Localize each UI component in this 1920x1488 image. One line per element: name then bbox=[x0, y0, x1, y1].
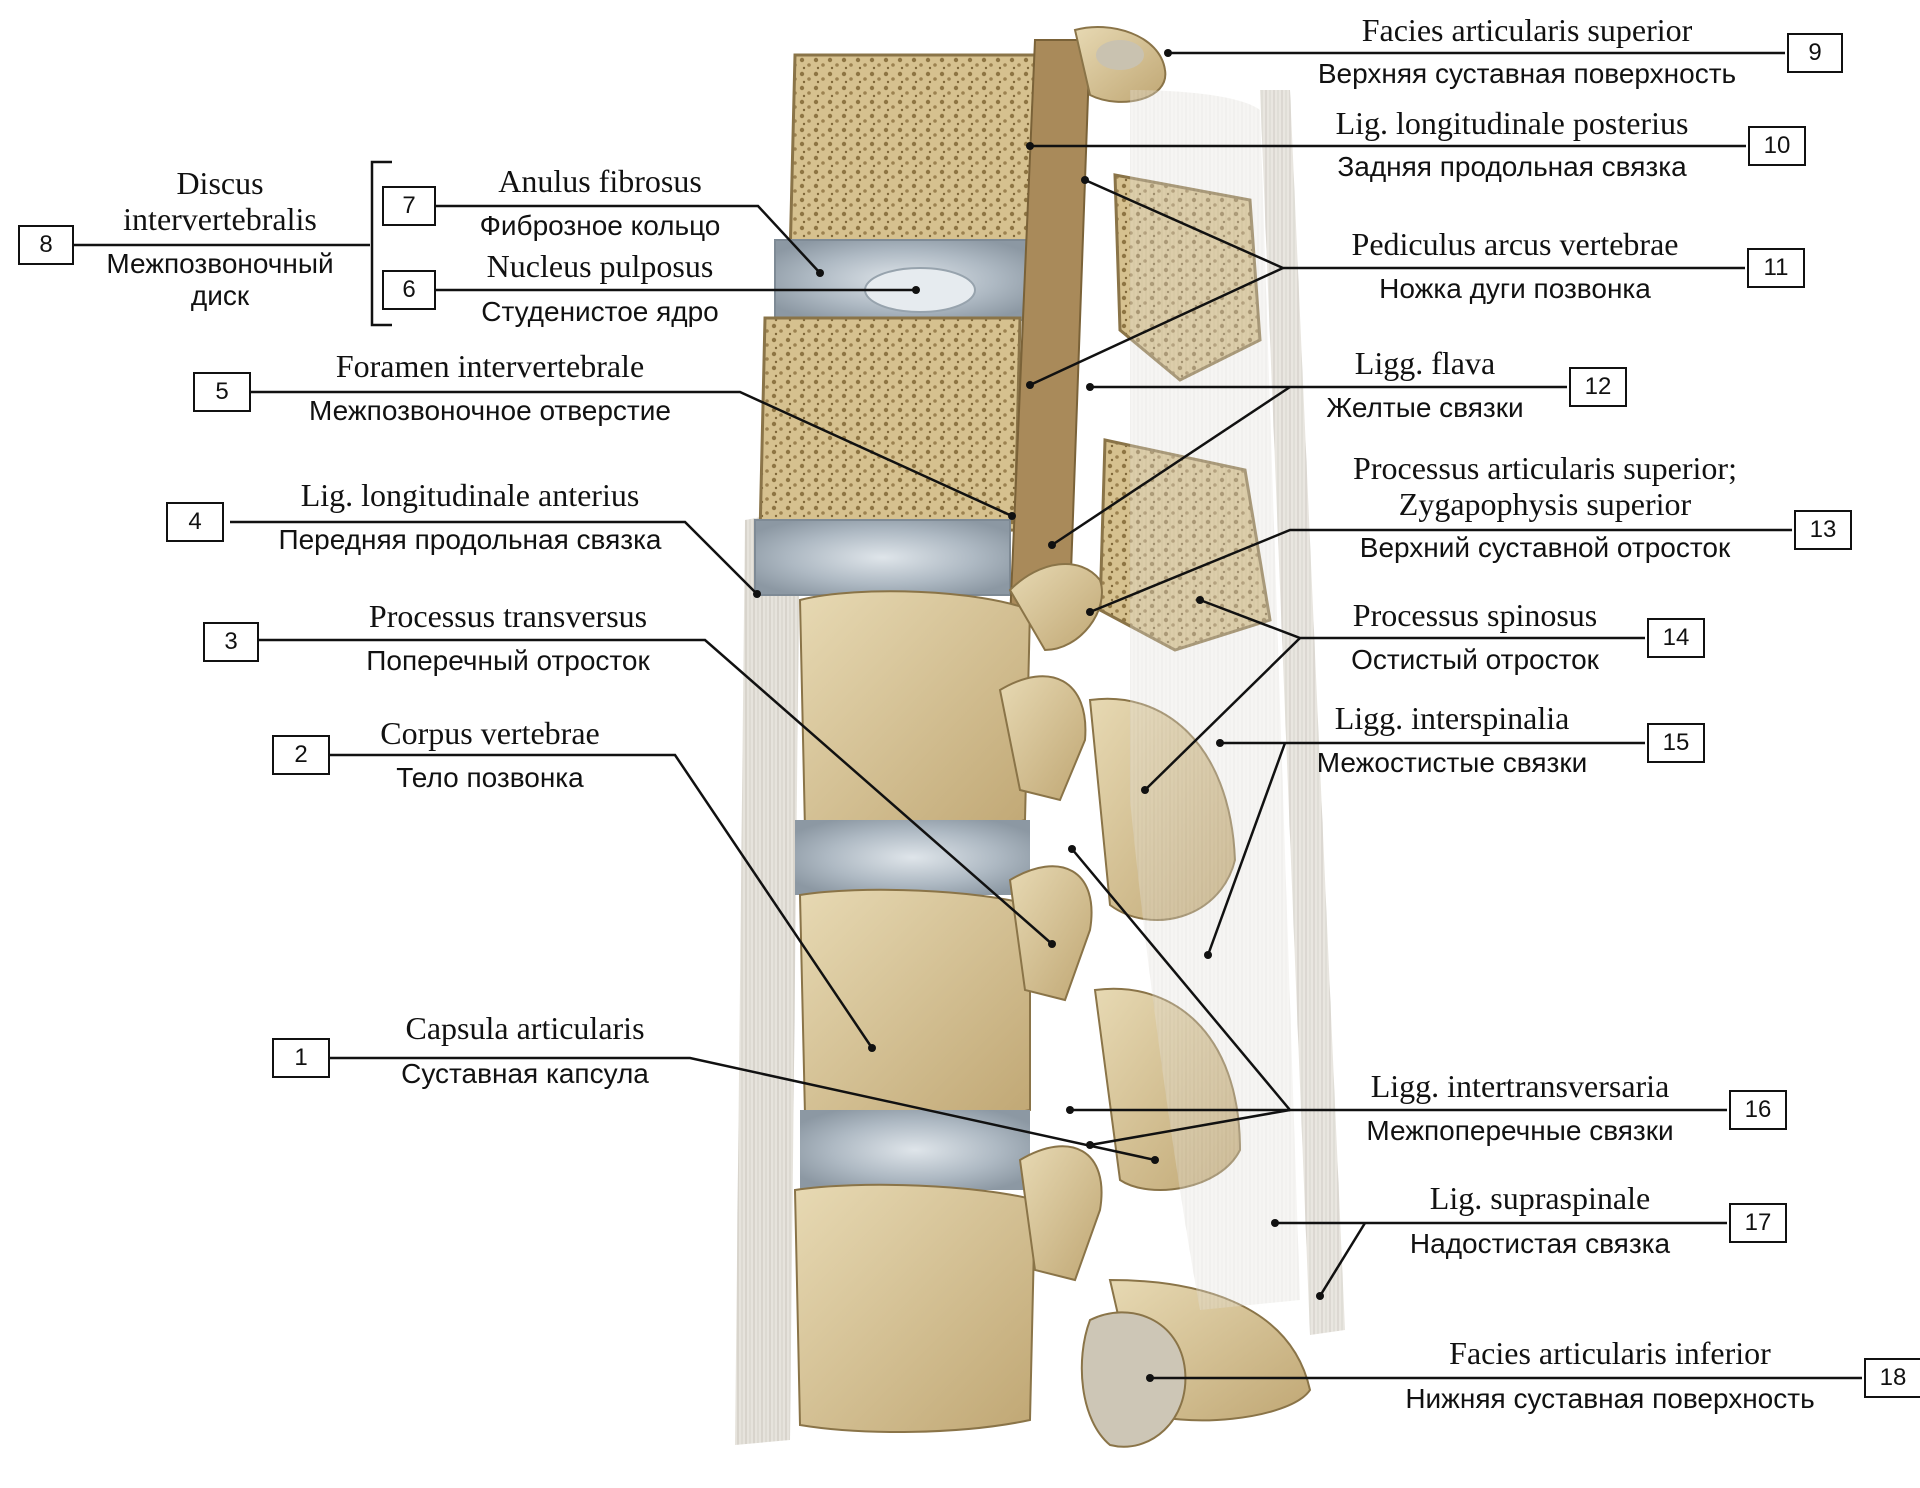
label-russian-5: Межпозвоночное отверстие bbox=[309, 395, 671, 426]
label-latin-10: Lig. longitudinale posterius bbox=[1335, 105, 1689, 141]
label-russian-3: Поперечный отросток bbox=[366, 645, 650, 676]
transverse-process-3 bbox=[1018, 1145, 1103, 1282]
label-latin-4: Lig. longitudinale anterius bbox=[300, 477, 640, 513]
label-number-10: 10 bbox=[1748, 126, 1806, 166]
disc-section-lower bbox=[754, 519, 1011, 596]
label-russian-6: Студенистое ядро bbox=[481, 296, 719, 327]
leader-dots bbox=[753, 49, 1324, 1382]
disc-lower-1 bbox=[795, 820, 1030, 895]
label-latin-14: Processus spinosus bbox=[1352, 597, 1598, 633]
label-number-9: 9 bbox=[1787, 33, 1843, 73]
label-latin-12: Ligg. flava bbox=[1354, 345, 1496, 381]
label-latin-8-line1: Discus bbox=[176, 165, 264, 201]
disc-lower-2 bbox=[800, 1110, 1030, 1190]
label-russian-17: Надостистая связка bbox=[1409, 1228, 1671, 1259]
label-russian-11: Ножка дуги позвонка bbox=[1379, 273, 1651, 304]
label-russian-2: Тело позвонка bbox=[396, 762, 584, 793]
label-russian-13: Верхний суставной отросток bbox=[1359, 532, 1731, 563]
vertebral-body-4 bbox=[798, 888, 1031, 1123]
label-latin-15: Ligg. interspinalia bbox=[1334, 700, 1570, 736]
label-number-16: 16 bbox=[1729, 1090, 1787, 1130]
label-latin-3: Processus transversus bbox=[368, 598, 648, 634]
label-latin-11: Pediculus arcus vertebrae bbox=[1351, 226, 1679, 262]
label-latin-6: Nucleus pulposus bbox=[486, 248, 714, 284]
label-number-13: 13 bbox=[1794, 510, 1852, 550]
label-russian-1: Суставная капсула bbox=[401, 1058, 649, 1089]
facet-superior-surface bbox=[1096, 40, 1144, 70]
articular-process-1 bbox=[1008, 563, 1103, 652]
label-latin-17: Lig. supraspinale bbox=[1429, 1180, 1651, 1216]
label-number-8: 8 bbox=[18, 225, 74, 265]
label-russian-18: Нижняя суставная поверхность bbox=[1405, 1383, 1815, 1414]
label-number-15: 15 bbox=[1647, 723, 1705, 763]
label-number-14: 14 bbox=[1647, 618, 1705, 658]
label-latin-13-line2: Zygapophysis superior bbox=[1398, 486, 1692, 522]
leader-lines bbox=[72, 51, 1862, 1380]
label-latin-18: Facies articularis inferior bbox=[1449, 1335, 1771, 1371]
label-russian-9: Верхняя суставная поверхность bbox=[1317, 58, 1737, 89]
vertebral-body-5 bbox=[793, 1183, 1037, 1433]
label-russian-15: Межостистые связки bbox=[1316, 747, 1588, 778]
label-russian-4: Передняя продольная связка bbox=[278, 524, 662, 555]
label-russian-8-line1: Межпозвоночный bbox=[106, 248, 334, 279]
label-number-5: 5 bbox=[193, 372, 251, 412]
label-russian-12: Желтые связки bbox=[1326, 392, 1524, 423]
label-number-4: 4 bbox=[166, 502, 224, 542]
label-latin-1: Capsula articularis bbox=[405, 1010, 645, 1046]
label-latin-2: Corpus vertebrae bbox=[380, 715, 600, 751]
interspinous-ligament bbox=[1130, 90, 1300, 1310]
label-number-1: 1 bbox=[272, 1038, 330, 1078]
label-russian-8-line2: диск bbox=[190, 280, 250, 311]
label-russian-14: Остистый отросток bbox=[1351, 644, 1599, 675]
label-number-3: 3 bbox=[203, 622, 259, 662]
transverse-process-1 bbox=[998, 675, 1087, 802]
label-number-18: 18 bbox=[1864, 1358, 1920, 1398]
transverse-process-2 bbox=[1008, 865, 1093, 1002]
anterior-ligament bbox=[735, 510, 800, 1445]
label-latin-7: Anulus fibrosus bbox=[498, 163, 702, 199]
label-latin-16: Ligg. intertransversaria bbox=[1370, 1068, 1670, 1104]
label-latin-9: Facies articularis superior bbox=[1361, 12, 1693, 48]
vertebral-body-section-1 bbox=[788, 53, 1037, 262]
label-number-17: 17 bbox=[1729, 1203, 1787, 1243]
inferior-articular-process bbox=[1080, 1311, 1187, 1448]
label-russian-7: Фиброзное кольцо bbox=[479, 210, 721, 241]
label-latin-5: Foramen intervertebrale bbox=[335, 348, 645, 384]
label-latin-13-line1: Processus articularis superior; bbox=[1353, 450, 1737, 486]
label-number-12: 12 bbox=[1569, 367, 1627, 407]
label-latin-8-line2: intervertebralis bbox=[123, 201, 317, 237]
label-number-11: 11 bbox=[1747, 248, 1805, 288]
label-russian-10: Задняя продольная связка bbox=[1337, 151, 1687, 182]
label-russian-16: Межпоперечные связки bbox=[1366, 1115, 1674, 1146]
label-number-6: 6 bbox=[382, 270, 436, 310]
label-number-7: 7 bbox=[382, 186, 436, 226]
vertebral-body-3 bbox=[798, 590, 1032, 838]
label-number-2: 2 bbox=[272, 735, 330, 775]
supraspinous-ligament bbox=[1260, 90, 1345, 1335]
